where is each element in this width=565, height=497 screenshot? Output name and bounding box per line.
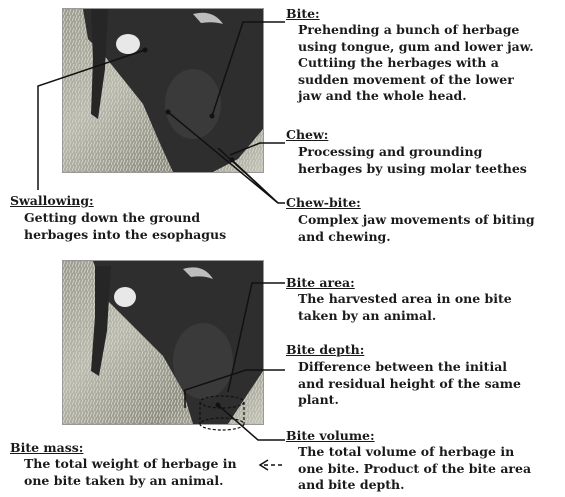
bite-volume-dot xyxy=(216,403,221,408)
chew-label: Chew: xyxy=(286,127,328,142)
bite-depth-label: Bite depth: xyxy=(286,342,364,357)
chew-bite-dot-1 xyxy=(166,110,171,115)
bite-mass-label: Bite mass: xyxy=(10,440,83,455)
chew-bite-leader-1 xyxy=(168,112,278,203)
bite-description: Prehending a bunch of herbage using tong… xyxy=(298,22,534,105)
bite-area-leader xyxy=(228,283,285,392)
bite-leader xyxy=(212,22,285,116)
chew-bite-dot-2 xyxy=(230,158,235,163)
bite-mass-description: The total weight of herbage in one bite … xyxy=(24,456,237,489)
chew-bite-leader-3 xyxy=(232,160,278,203)
swallowing-description: Getting down the ground herbages into th… xyxy=(24,210,226,243)
bite-depth-description: Difference between the initial and resid… xyxy=(298,359,521,409)
bite-dot xyxy=(210,114,215,119)
bite-volume-cylinder xyxy=(200,396,244,430)
chew-description: Processing and grounding herbages by usi… xyxy=(298,144,527,177)
chew-bite-description: Complex jaw movements of biting and chew… xyxy=(298,212,535,245)
bite-mass-arrow xyxy=(260,460,282,470)
swallowing-label: Swallowing: xyxy=(10,193,94,208)
bite-area-label: Bite area: xyxy=(286,275,355,290)
bite-volume-description: The total volume of herbage in one bite.… xyxy=(298,444,531,494)
bite-area-description: The harvested area in one bite taken by … xyxy=(298,291,512,324)
chew-bite-label: Chew-bite: xyxy=(286,195,361,210)
chew-leader xyxy=(230,143,285,155)
bite-volume-leader xyxy=(218,405,285,440)
bite-label: Bite: xyxy=(286,6,320,21)
swallowing-dot xyxy=(143,48,148,53)
swallowing-leader xyxy=(38,50,145,190)
bite-volume-label: Bite volume: xyxy=(286,428,375,443)
